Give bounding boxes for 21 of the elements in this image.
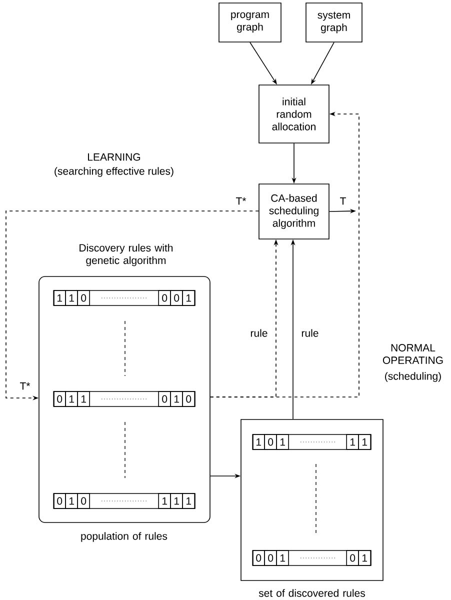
annotation-text: (scheduling): [385, 372, 441, 382]
edge-label: T*: [234, 196, 248, 206]
edge-label: rule: [249, 328, 269, 338]
rule-string: 0 0 1 0 1: [252, 550, 372, 566]
process-box: program graph: [218, 2, 282, 42]
process-box: system graph: [306, 2, 362, 42]
annotation-text: LEARNING: [88, 153, 140, 161]
rule-string: 1 1 0 0 0 1: [53, 290, 196, 306]
box-caption: population of rules: [81, 532, 168, 542]
annotation-text: T*: [20, 382, 30, 390]
rule-string: 1 0 1 1 1: [252, 434, 372, 450]
rule-string: 0 1 1 0 1 0: [53, 391, 196, 407]
box-caption: set of discovered rules: [258, 589, 365, 597]
edge-label: rule: [300, 328, 320, 338]
box-caption: Discovery rules with genetic algorithm: [80, 244, 173, 266]
annotation-text: NORMAL OPERATING: [382, 344, 443, 364]
rule-string: 0 1 0 1 1 1: [53, 493, 196, 509]
edge-label: T: [338, 196, 348, 206]
annotation-text: (searching effective rules): [54, 167, 174, 177]
process-box: CA-based scheduling algorithm: [258, 184, 330, 240]
process-box: initial random allocation: [258, 84, 330, 144]
